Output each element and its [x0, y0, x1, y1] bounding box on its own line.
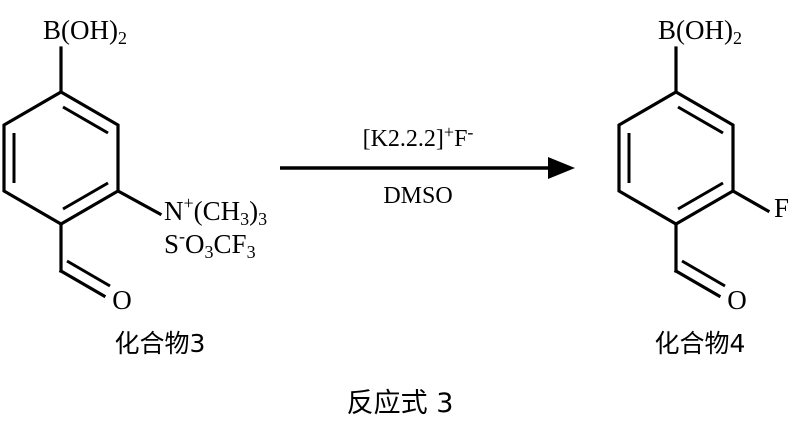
arrow-reagent-label: [K2.2.2]+F- — [363, 122, 474, 152]
boronic-acid-label-product: B(OH)2 — [658, 15, 742, 48]
reaction-arrow-head — [548, 157, 575, 179]
aldehyde-bond-product — [673, 268, 722, 299]
product-caption: 化合物4 — [655, 329, 746, 358]
aldehyde-bond-reactant — [58, 268, 107, 299]
aldehyde-double-bond-product — [681, 259, 726, 288]
reactant-caption: 化合物3 — [115, 329, 206, 358]
aldehyde-oxygen-label-reactant: O — [112, 285, 132, 315]
ammonium-label: N+(CH3)3 — [164, 193, 267, 229]
bond-to-fluorine — [730, 188, 771, 214]
arrow-solvent-label: DMSO — [383, 183, 452, 209]
reactant-structure: B(OH)2 O N+(CH3)3 S-O3CF3 化合物3 — [2, 15, 267, 358]
fluorine-label: F — [774, 193, 789, 223]
boronic-acid-label-reactant: B(OH)2 — [43, 15, 127, 48]
benzene-ring-reactant — [2, 90, 120, 226]
scheme-title: 反应式 3 — [347, 388, 454, 419]
aldehyde-oxygen-label-product: O — [727, 285, 747, 315]
triflate-label: S-O3CF3 — [164, 226, 256, 262]
benzene-ring-product — [617, 90, 735, 226]
product-structure: B(OH)2 F O 化合物4 — [617, 15, 789, 358]
aldehyde-double-bond-reactant — [66, 259, 111, 288]
reaction-arrow-group: [K2.2.2]+F- DMSO — [280, 122, 575, 209]
bond-to-ammonium — [115, 188, 163, 217]
